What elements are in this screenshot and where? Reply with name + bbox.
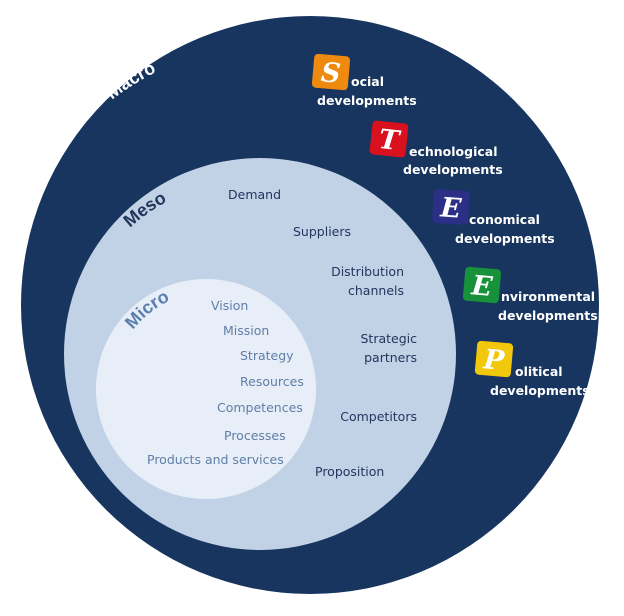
economical-label-line1: conomical xyxy=(469,212,540,227)
micro-item-competences: Competences xyxy=(217,400,303,415)
environmental-label-line1: nvironmental xyxy=(501,289,595,304)
social-letter-icon: S xyxy=(311,53,351,91)
micro-item-products-services: Products and services xyxy=(147,452,284,467)
micro-circle xyxy=(96,279,316,499)
micro-item-processes: Processes xyxy=(224,428,286,443)
economical-letter-icon: E xyxy=(432,189,470,225)
micro-item-mission: Mission xyxy=(223,323,269,338)
technological-letter-icon: T xyxy=(369,120,409,158)
economical-letter: E xyxy=(439,192,463,224)
political-badge-bg xyxy=(474,340,514,378)
social-badge-bg xyxy=(311,53,351,91)
technological-label-line1: echnological xyxy=(409,144,498,159)
meso-item-strategic-line2: partners xyxy=(364,350,417,365)
micro-item-resources: Resources xyxy=(240,374,304,389)
environmental-label-line2: developments xyxy=(498,308,598,323)
environmental-letter-icon: E xyxy=(462,266,502,304)
environmental-letter: E xyxy=(469,270,494,303)
technological-badge-bg xyxy=(369,120,409,158)
micro-item-strategy: Strategy xyxy=(240,348,294,363)
meso-item-proposition: Proposition xyxy=(315,464,384,479)
social-letter: S xyxy=(320,57,342,90)
economical-label-line2: developments xyxy=(455,231,555,246)
political-label-line1: olitical xyxy=(515,364,563,379)
technological-label-line2: developments xyxy=(403,162,503,177)
meso-item-competitors: Competitors xyxy=(340,409,417,424)
political-letter-icon: P xyxy=(474,340,514,378)
social-label-line1: ocial xyxy=(351,74,384,89)
political-letter: P xyxy=(481,344,506,377)
meso-item-distribution-line1: Distribution xyxy=(331,264,404,279)
meso-item-strategic-line1: Strategic xyxy=(360,331,417,346)
meso-item-distribution-line2: channels xyxy=(348,283,404,298)
meso-item-demand: Demand xyxy=(228,187,281,202)
economical-badge-bg xyxy=(432,189,470,225)
social-label-line2: developments xyxy=(317,93,417,108)
political-label-line2: developments xyxy=(490,383,590,398)
environmental-badge-bg xyxy=(462,266,502,304)
micro-item-vision: Vision xyxy=(211,298,248,313)
meso-item-suppliers: Suppliers xyxy=(293,224,351,239)
